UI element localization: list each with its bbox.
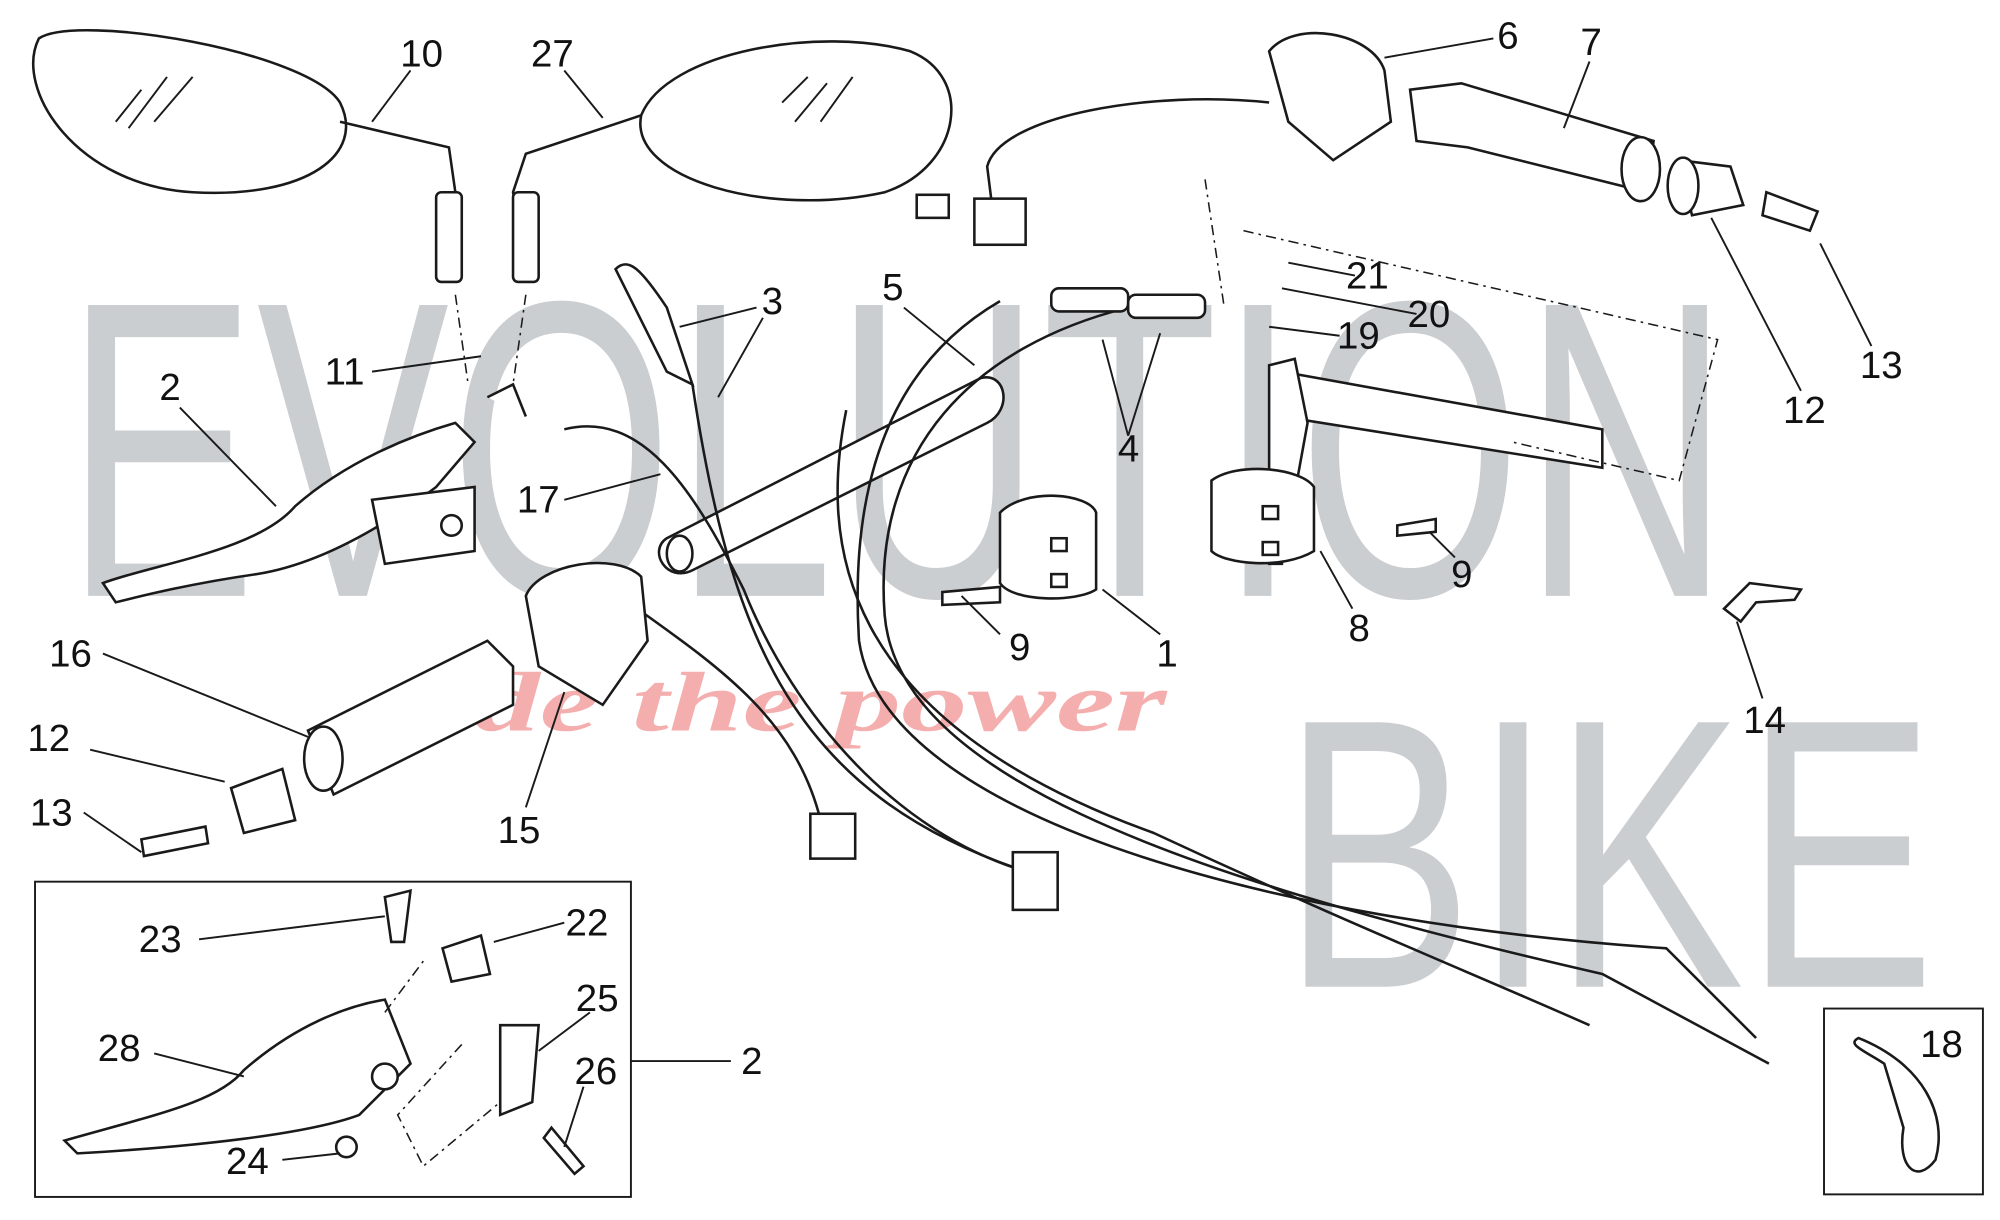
callout-5: 5 <box>882 266 903 309</box>
callout-13-left: 13 <box>30 791 73 834</box>
callout-10: 10 <box>400 33 443 76</box>
leader-lines <box>83 37 1873 1161</box>
clamp-lower-right <box>1210 467 1437 565</box>
mirror-right <box>511 40 953 284</box>
callout-2: 2 <box>159 366 180 409</box>
callout-16: 16 <box>49 632 92 675</box>
cables <box>563 263 1770 1065</box>
clamp-lower-left <box>941 494 1098 607</box>
callout-labels: 10 27 6 7 3 5 21 20 19 2 11 17 4 12 13 9… <box>27 15 1963 1183</box>
callout-28: 28 <box>98 1027 141 1070</box>
callout-8: 8 <box>1349 607 1370 650</box>
callout-12-right: 12 <box>1783 389 1826 432</box>
callout-20: 20 <box>1408 293 1451 336</box>
callout-23: 23 <box>139 918 182 961</box>
callout-25: 25 <box>576 977 619 1020</box>
callout-7: 7 <box>1581 21 1602 64</box>
callout-17: 17 <box>517 479 560 522</box>
inset-spring-clip <box>1823 1007 1984 1196</box>
callout-13-right: 13 <box>1860 344 1903 387</box>
callout-12-left: 12 <box>27 717 70 760</box>
callout-4: 4 <box>1118 427 1139 470</box>
callout-19: 19 <box>1337 315 1380 358</box>
throttle-grip <box>1408 81 1820 233</box>
callout-15: 15 <box>498 809 541 852</box>
callout-27: 27 <box>531 33 574 76</box>
callout-2-inset: 2 <box>741 1040 762 1083</box>
callout-14: 14 <box>1743 699 1786 742</box>
callout-9-left: 9 <box>1009 626 1030 669</box>
callout-11: 11 <box>325 350 365 393</box>
right-switch-assembly <box>915 31 1393 247</box>
inset-lever-detail <box>34 880 632 1198</box>
callout-6: 6 <box>1497 15 1518 58</box>
callout-9-right: 9 <box>1451 553 1472 596</box>
callout-1: 1 <box>1156 632 1177 675</box>
left-switch-assembly <box>139 561 649 858</box>
callout-22: 22 <box>566 902 609 945</box>
mirror-left <box>32 29 464 284</box>
watermark-line2: BIKE <box>1282 640 1936 1069</box>
cable-clip <box>1722 581 1804 624</box>
callout-21: 21 <box>1346 254 1389 297</box>
callout-3: 3 <box>762 280 783 323</box>
callout-24: 24 <box>226 1140 269 1183</box>
watermark-tagline: ride the power <box>385 656 1168 749</box>
callout-18: 18 <box>1920 1023 1963 1066</box>
clutch-lever-assembly <box>100 382 528 604</box>
watermark: EVOLUTION BIKE ride the power <box>64 213 1935 1069</box>
callout-26: 26 <box>575 1050 618 1093</box>
